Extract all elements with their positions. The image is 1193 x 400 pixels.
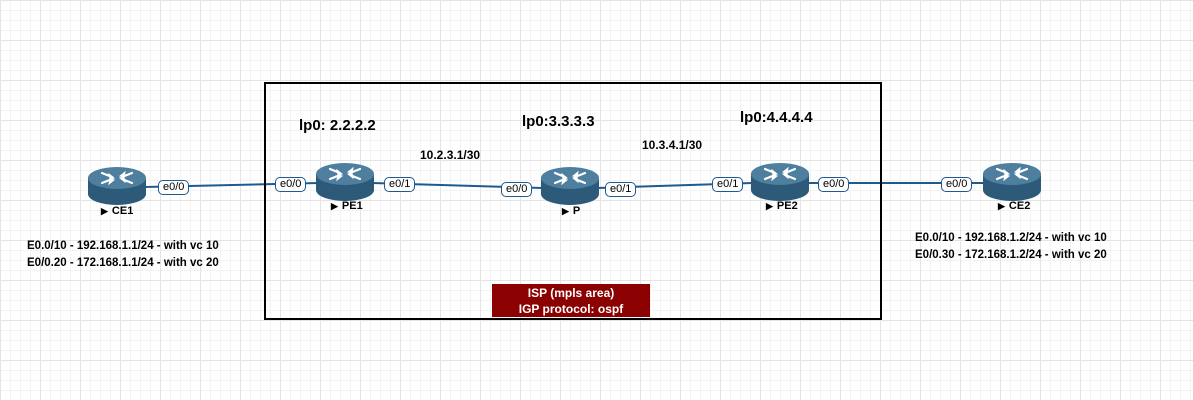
node-label-pe1[interactable]: ▶PE1	[331, 200, 363, 212]
isp-area-label: ISP (mpls area) IGP protocol: ospf	[492, 284, 650, 317]
ce2-config-text: E0.0/10 - 192.168.1.2/24 - with vc 10 E0…	[915, 230, 1107, 264]
port-p-e0-1[interactable]: e0/1	[605, 182, 637, 197]
port-p-e0-0[interactable]: e0/0	[501, 182, 533, 197]
router-icon-ce1[interactable]	[86, 165, 148, 207]
node-label-ce2[interactable]: ▶CE2	[998, 200, 1031, 212]
port-ce1-e0-0[interactable]: e0/0	[158, 180, 190, 195]
play-icon: ▶	[766, 201, 773, 211]
node-label-ce1[interactable]: ▶CE1	[101, 205, 134, 217]
play-icon: ▶	[331, 201, 338, 211]
ce1-config-text: E0.0/10 - 192.168.1.1/24 - with vc 10 E0…	[27, 238, 219, 272]
p-loopback-label: lp0:3.3.3.3	[522, 113, 595, 130]
node-label-p[interactable]: ▶P	[562, 205, 581, 217]
ce2-config-line2: E0/0.30 - 172.168.1.2/24 - with vc 20	[915, 249, 1107, 261]
port-pe2-e0-1[interactable]: e0/1	[712, 177, 744, 192]
ce1-config-line2: E0/0.20 - 172.168.1.1/24 - with vc 20	[27, 257, 219, 269]
play-icon: ▶	[562, 206, 569, 216]
play-icon: ▶	[101, 206, 108, 216]
subnet-pe1-p-label: 10.2.3.1/30	[420, 148, 481, 162]
port-pe2-e0-0[interactable]: e0/0	[818, 177, 850, 192]
play-icon: ▶	[998, 201, 1005, 211]
isp-label-line1: ISP (mpls area)	[527, 286, 615, 300]
pe2-loopback-label: lp0:4.4.4.4	[740, 109, 813, 126]
port-ce2-e0-0[interactable]: e0/0	[941, 177, 973, 192]
router-icon-ce2[interactable]	[981, 161, 1043, 203]
isp-label-line2: IGP protocol: ospf	[518, 302, 624, 316]
subnet-p-pe2-label: 10.3.4.1/30	[642, 138, 703, 152]
node-label-pe2[interactable]: ▶PE2	[766, 200, 798, 212]
ce1-config-line1: E0.0/10 - 192.168.1.1/24 - with vc 10	[27, 240, 219, 252]
isp-area-box	[264, 82, 882, 320]
port-pe1-e0-1[interactable]: e0/1	[384, 177, 416, 192]
pe1-loopback-label: lp0: 2.2.2.2	[299, 117, 376, 134]
port-pe1-e0-0[interactable]: e0/0	[275, 177, 307, 192]
ce2-config-line1: E0.0/10 - 192.168.1.2/24 - with vc 10	[915, 232, 1107, 244]
